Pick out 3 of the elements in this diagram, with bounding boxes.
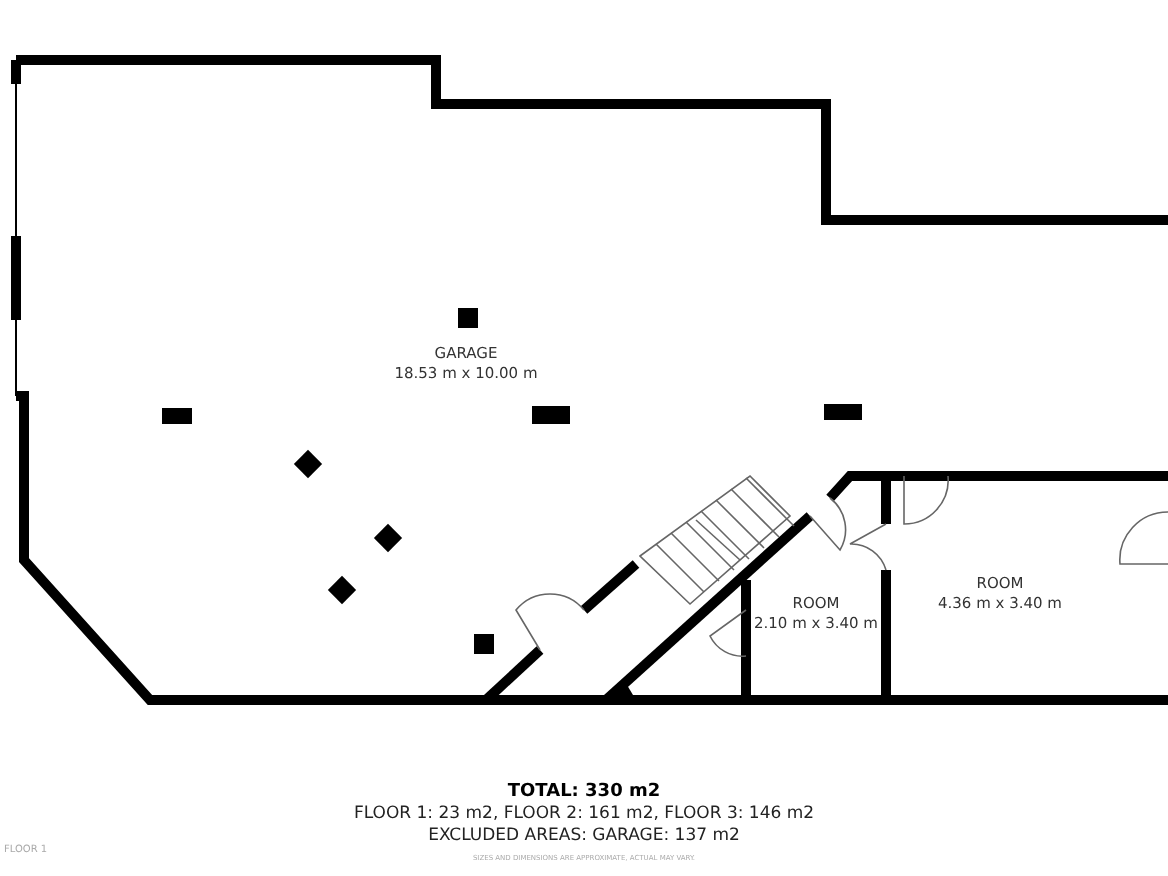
total-area: TOTAL: 330 m2 — [507, 782, 661, 802]
floor-areas: FLOOR 1: 23 m2, FLOOR 2: 161 m2, FLOOR 3: 146 m2 — [353, 804, 815, 824]
excluded-areas: EXCLUDED AREAS: GARAGE: 137 m2 — [428, 826, 740, 846]
